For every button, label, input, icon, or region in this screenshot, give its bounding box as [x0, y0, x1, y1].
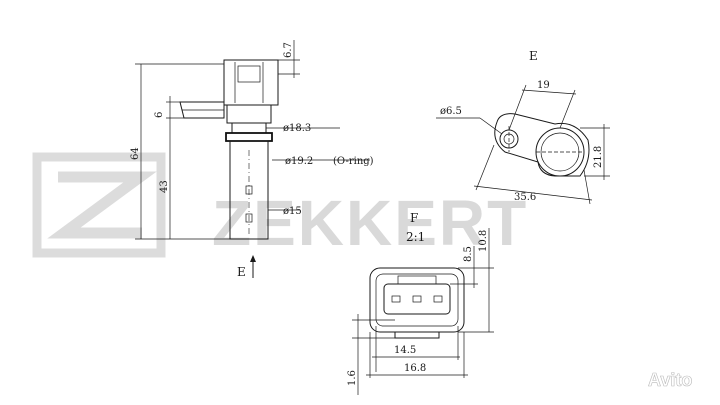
- connector-pin: [391, 295, 401, 303]
- avito-logo-dot: [620, 367, 626, 373]
- dim-socket-height: 8.5: [463, 246, 474, 262]
- dim-oring-diameter: ø19.2: [285, 156, 313, 167]
- dim-top-height: 21.8: [593, 146, 604, 168]
- sensor-collar: [231, 122, 267, 134]
- dimension-line: [521, 89, 577, 95]
- extension-line: [583, 169, 591, 205]
- connector-view: F 2:1 8.5 10.8 14.5 16.8 1.6: [347, 211, 494, 395]
- connector-base: [394, 331, 440, 339]
- dim-hole-offset: 19: [537, 80, 550, 91]
- sensor-neck: [226, 104, 272, 124]
- dim-socket-width: 14.5: [394, 345, 416, 356]
- sensor-flange: [179, 101, 225, 119]
- sensor-connector-head: [223, 59, 279, 106]
- avito-logo-dot: [635, 382, 641, 388]
- avito-watermark: Avito: [620, 367, 693, 390]
- watermark-logo-box: [32, 152, 166, 258]
- dim-housing-height: 10.8: [478, 230, 489, 252]
- dim-body-diameter: ø18.3: [283, 123, 311, 134]
- sensor-body: [229, 140, 269, 240]
- mounting-bracket: [494, 113, 590, 177]
- dim-top-height: 6.7: [283, 42, 294, 58]
- dim-pin-height: 1.6: [347, 370, 358, 386]
- top-view: E ø6.5 19 21.8 35.6: [436, 49, 610, 205]
- avito-logo-dot: [623, 374, 633, 384]
- dim-housing-width: 16.8: [404, 363, 426, 374]
- watermark-logo-z: [47, 171, 157, 239]
- dim-tip-diameter: ø15: [283, 206, 302, 217]
- extension-line: [508, 84, 527, 131]
- side-view-label: E: [237, 265, 246, 279]
- dim-lower-length: 43: [159, 180, 170, 193]
- avito-text: Avito: [648, 370, 692, 390]
- connector-pin: [433, 295, 443, 303]
- connector-latch: [237, 65, 261, 83]
- extension-line: [475, 144, 495, 191]
- dim-overall-height: 64: [130, 147, 141, 160]
- connector-housing-inner: [375, 273, 459, 327]
- body-mark: [245, 213, 253, 223]
- body-mark: [245, 185, 253, 195]
- connector-view-label: F: [410, 211, 418, 225]
- dim-total-length: 35.6: [514, 192, 536, 203]
- connector-pin: [412, 295, 422, 303]
- extension-line: [559, 89, 576, 129]
- side-view: 6.7 64 6 43 ø18.3 ø19.2 (O-ring) ø15 E: [130, 40, 374, 279]
- dimension-line: [473, 185, 593, 201]
- avito-logo-dot: [634, 368, 642, 376]
- dim-hole-diameter: ø6.5: [440, 106, 462, 117]
- top-view-label: E: [529, 49, 538, 63]
- oring-note: (O-ring): [333, 156, 374, 167]
- leader-line: [479, 117, 503, 135]
- dim-flange-thickness: 6: [154, 112, 165, 118]
- connector-socket: [383, 283, 451, 315]
- view-arrowhead: [250, 255, 256, 262]
- connector-key: [397, 275, 437, 285]
- connector-view-scale: 2:1: [406, 230, 425, 244]
- sensor-o-ring: [225, 132, 273, 142]
